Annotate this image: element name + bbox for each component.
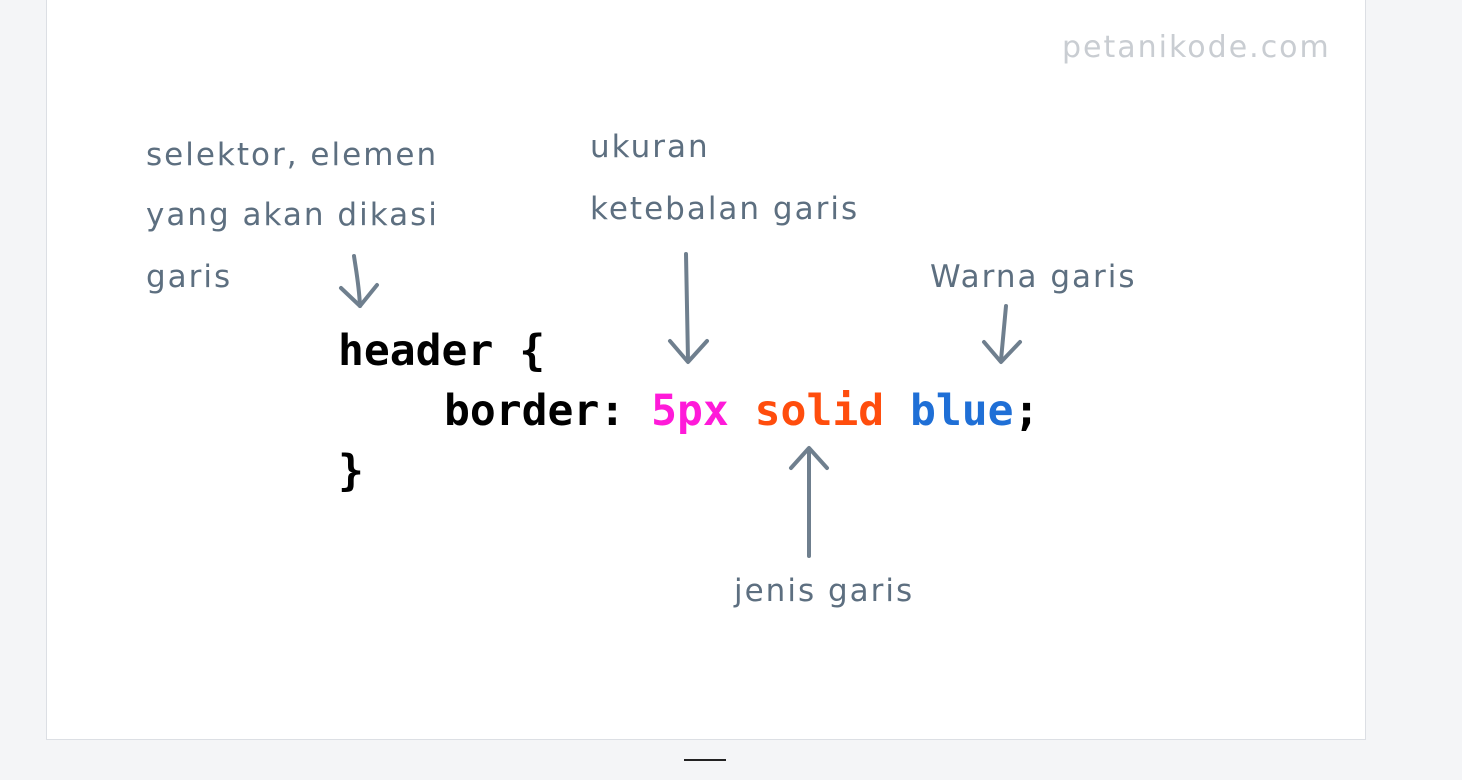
arrow-up-icon-style <box>789 446 829 558</box>
watermark: petanikode.com <box>1062 30 1331 65</box>
arrow-down-icon-size <box>668 252 709 364</box>
annotation-color: Warna garis <box>930 259 1137 295</box>
annotation-selector-line2: yang akan dikasi <box>146 197 439 233</box>
annotation-size-line1: ukuran <box>590 129 710 165</box>
code-closing-brace: } <box>338 446 364 496</box>
annotation-selector-line1: selektor, elemen <box>146 137 439 173</box>
code-line-selector: header { <box>338 330 545 373</box>
code-value-style: solid <box>754 386 885 436</box>
code-value-size: 5px <box>651 386 729 436</box>
scroll-indicator <box>684 759 726 761</box>
arrow-down-icon-color <box>982 304 1022 364</box>
arrow-down-icon-selector <box>339 254 379 308</box>
annotation-selector-line3: garis <box>146 259 233 295</box>
annotation-style: jenis garis <box>734 573 915 609</box>
figure-card <box>46 0 1366 740</box>
code-line-closing: } <box>338 450 364 493</box>
code-value-color: blue <box>910 386 1014 436</box>
code-line-declaration: border: 5px solid blue; <box>444 390 1039 433</box>
annotation-size-line2: ketebalan garis <box>590 191 860 227</box>
code-selector: header { <box>338 326 546 376</box>
code-property: border: <box>444 386 626 436</box>
code-semicolon: ; <box>1013 386 1040 436</box>
